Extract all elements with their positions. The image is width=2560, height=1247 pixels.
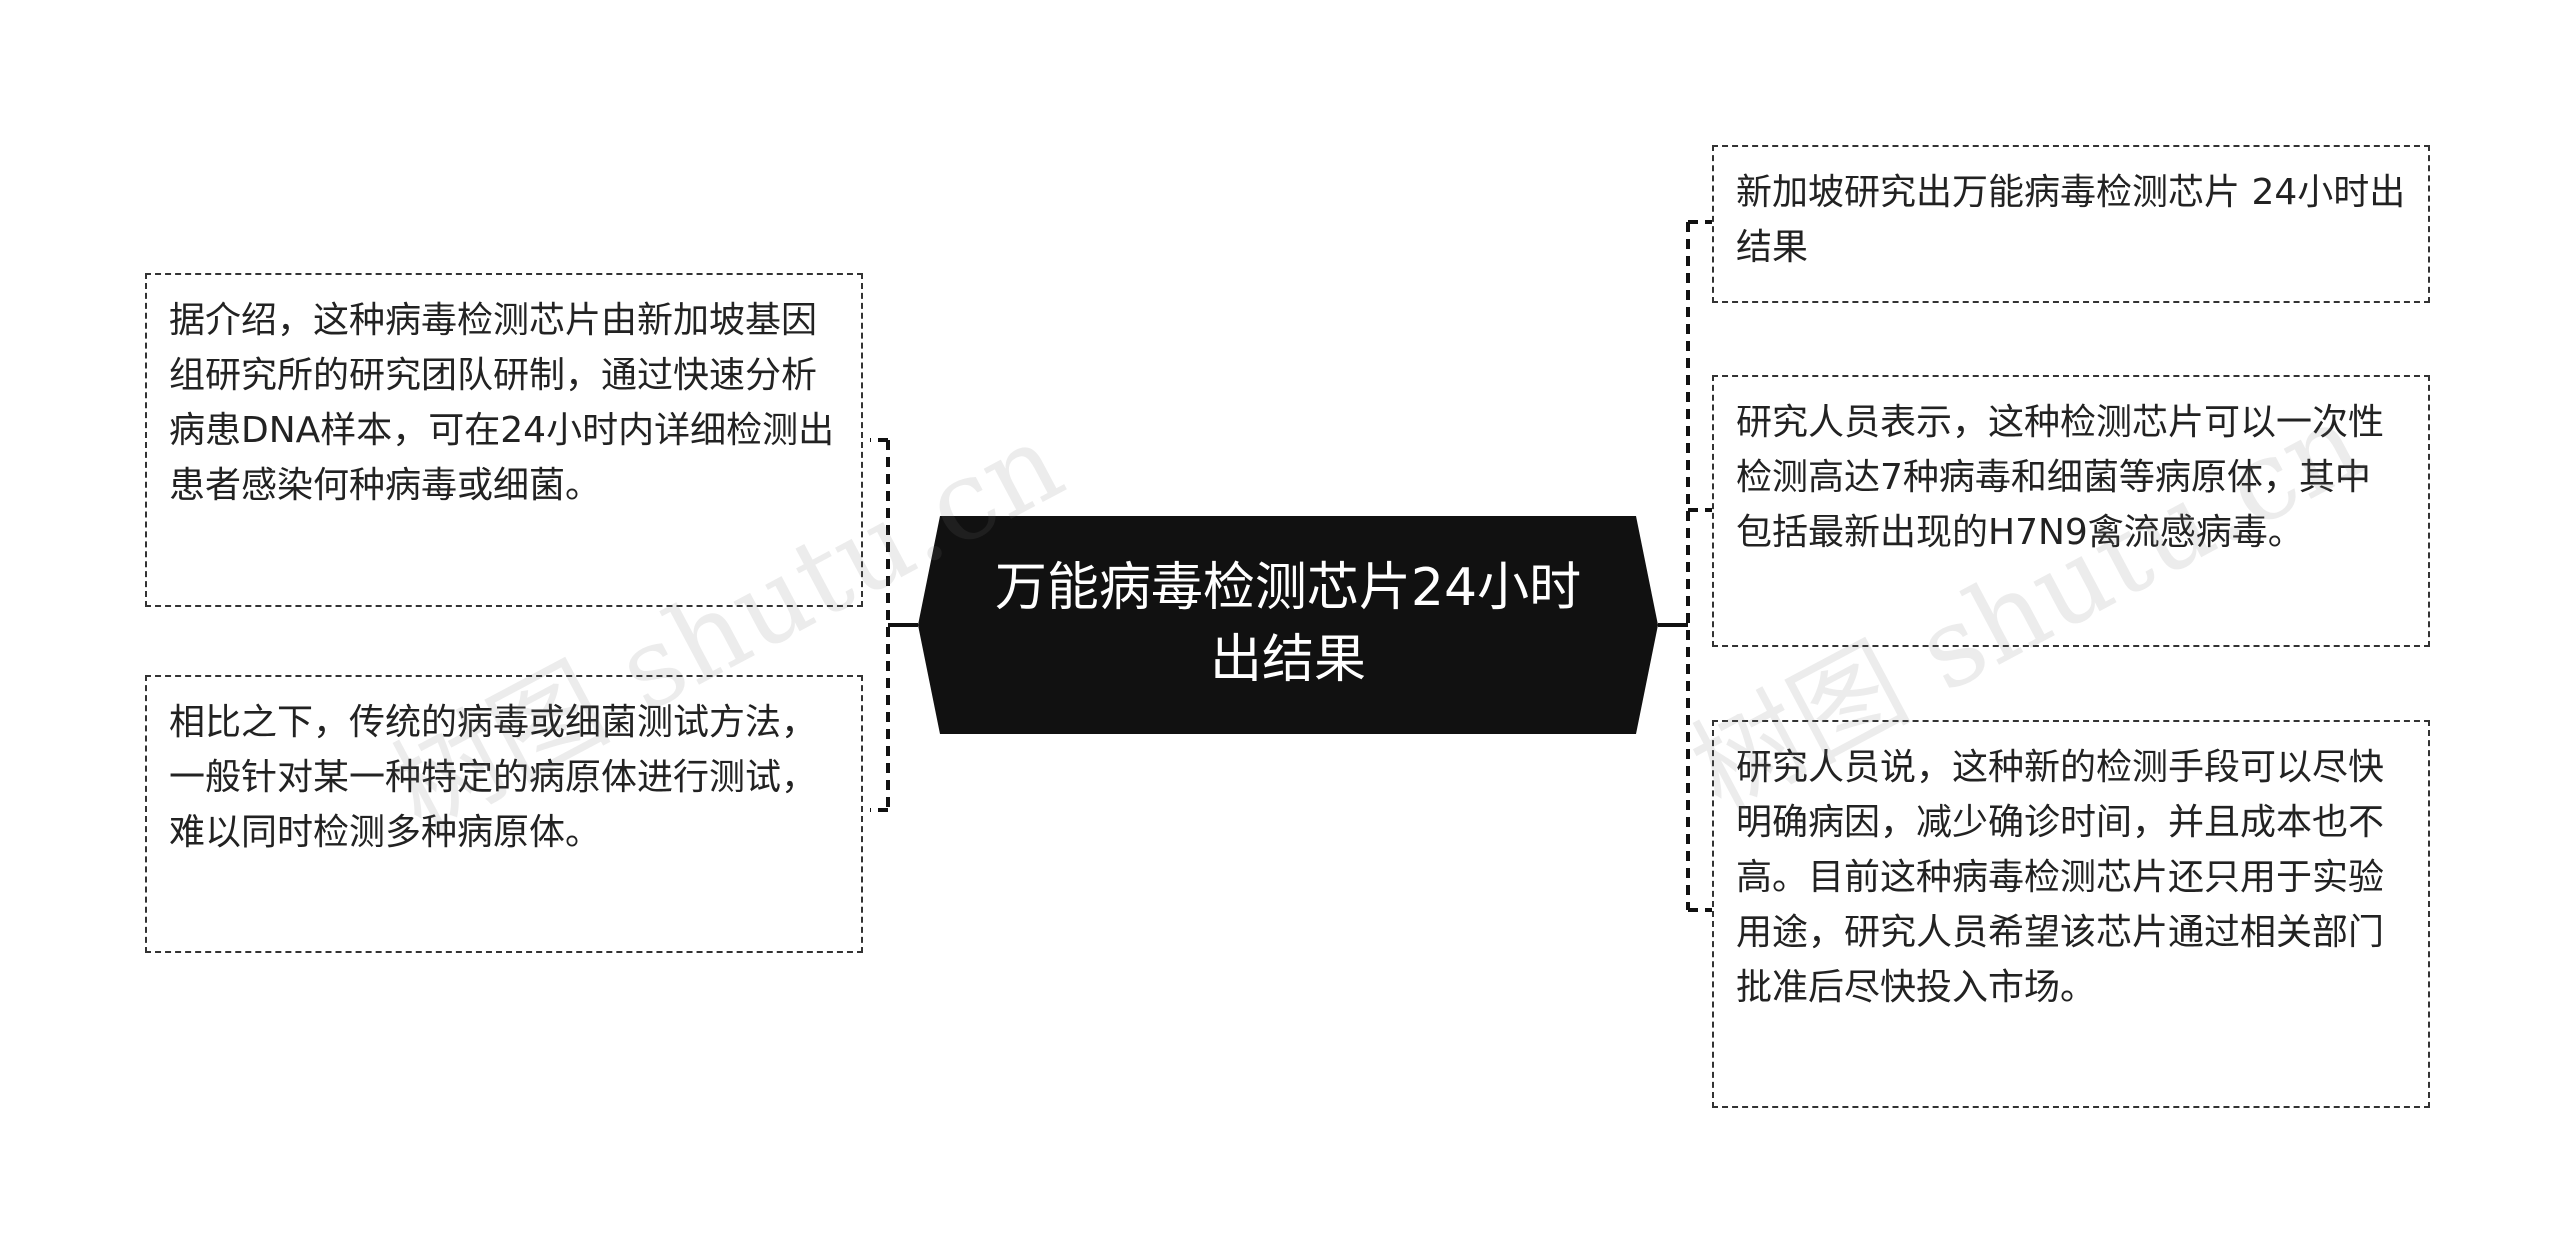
- central-topic[interactable]: 万能病毒检测芯片24小时 出结果: [918, 516, 1658, 734]
- right-node-2[interactable]: 研究人员表示，这种检测芯片可以一次性检测高达7种病毒和细菌等病原体，其中包括最新…: [1712, 375, 2430, 647]
- left-node-2-text: 相比之下，传统的病毒或细菌测试方法，一般针对某一种特定的病原体进行测试，难以同时…: [169, 702, 818, 853]
- left-node-1[interactable]: 据介绍，这种病毒检测芯片由新加坡基因组研究所的研究团队研制，通过快速分析病患DN…: [145, 273, 863, 607]
- central-topic-shape: [918, 516, 1658, 734]
- right-node-2-text: 研究人员表示，这种检测芯片可以一次性检测高达7种病毒和细菌等病原体，其中包括最新…: [1736, 402, 2385, 553]
- right-node-3[interactable]: 研究人员说，这种新的检测手段可以尽快明确病因，减少确诊时间，并且成本也不高。目前…: [1712, 720, 2430, 1108]
- left-node-1-text: 据介绍，这种病毒检测芯片由新加坡基因组研究所的研究团队研制，通过快速分析病患DN…: [169, 300, 835, 506]
- central-topic-line-2: 出结果: [1209, 630, 1366, 690]
- central-topic-line-1: 万能病毒检测芯片24小时: [994, 558, 1582, 618]
- central-topic-label: 万能病毒检测芯片24小时 出结果: [958, 552, 1618, 696]
- left-node-2[interactable]: 相比之下，传统的病毒或细菌测试方法，一般针对某一种特定的病原体进行测试，难以同时…: [145, 675, 863, 953]
- right-node-1[interactable]: 新加坡研究出万能病毒检测芯片 24小时出结果: [1712, 145, 2430, 303]
- right-node-3-text: 研究人员说，这种新的检测手段可以尽快明确病因，减少确诊时间，并且成本也不高。目前…: [1736, 747, 2385, 1008]
- right-node-1-text: 新加坡研究出万能病毒检测芯片 24小时出结果: [1736, 172, 2406, 268]
- right-connector: [1658, 220, 1712, 912]
